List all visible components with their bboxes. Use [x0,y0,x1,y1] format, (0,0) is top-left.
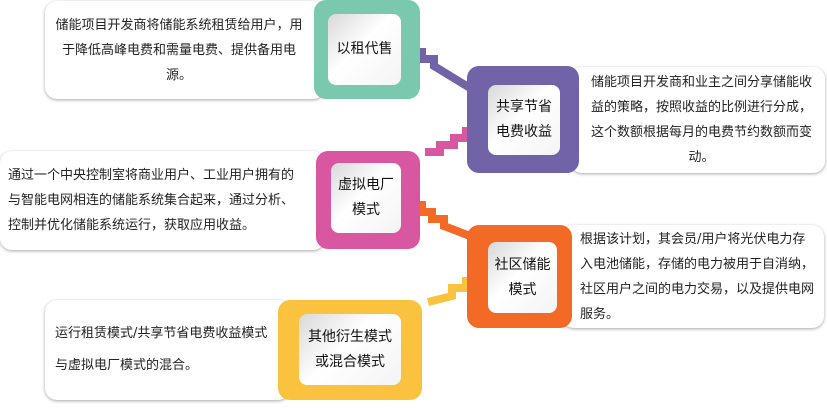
description-text: 通过一个中央控制室将商业用户、工业用户拥有的与智能电网相连的储能系统集合起来，通… [8,168,295,233]
node-label: 共享节省电费收益 [488,85,560,155]
node-hybrid-models[interactable]: 其他衍生模式或混合模式 [278,300,422,400]
description-box-3: 通过一个中央控制室将商业用户、工业用户拥有的与智能电网相连的储能系统集合起来，通… [0,151,325,250]
node-label: 虚拟电厂模式 [331,163,401,233]
node-virtual-power-plant[interactable]: 虚拟电厂模式 [316,151,420,249]
node-label: 社区储能模式 [488,242,557,313]
node-rent-to-sell[interactable]: 以租代售 [314,0,420,99]
description-text: 运行租赁模式/共享节省电费收益模式与虚拟电厂模式的混合。 [55,326,268,373]
description-box-2: 储能项目开发商和业主之间分享储能收益的策略，按照收益的比例进行分成，这个数额根据… [570,67,825,173]
description-text: 储能项目开发商和业主之间分享储能收益的策略，按照收益的比例进行分成，这个数额根据… [590,75,812,165]
node-shared-savings[interactable]: 共享节省电费收益 [467,66,579,173]
description-box-4: 根据该计划，其会员/用户将光伏电力存入电池储能，存储的电力被用于自消纳，社区用户… [562,225,824,328]
description-box-5: 运行租赁模式/共享节省电费收益模式与虚拟电厂模式的混合。 [45,300,290,400]
node-community-storage[interactable]: 社区储能模式 [467,225,572,328]
connector-pink-orange [401,201,472,240]
description-text: 储能项目开发商将储能系统租赁给用户，用于降低高峰电费和需量电费、提供备用电源。 [55,17,303,83]
description-text: 根据该计划，其会员/用户将光伏电力存入电池储能，存储的电力被用于自消纳，社区用户… [580,231,815,322]
node-label: 以租代售 [328,14,401,85]
node-label: 其他衍生模式或混合模式 [299,314,401,385]
description-box-1: 储能项目开发商将储能系统租赁给用户，用于降低高峰电费和需量电费、提供备用电源。 [45,1,325,99]
